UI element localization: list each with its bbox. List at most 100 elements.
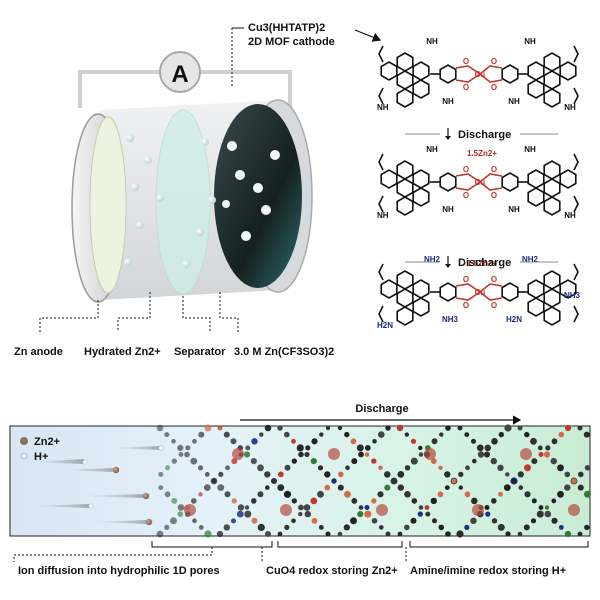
lattice-atom [557,464,564,472]
lattice-atom [505,472,510,477]
copper-atom: Cu [475,288,486,297]
discharge-step-1: Discharge [405,128,558,141]
lattice-atom [536,510,544,518]
lattice-atom [311,517,318,524]
battery-cell: A [14,22,382,358]
catechol-left [439,64,457,84]
lattice-atom [472,458,477,464]
copper-atom: Cu [475,178,486,187]
lattice-atom [584,524,590,531]
ring-left-4 [412,297,430,317]
lattice-atom [404,465,411,471]
copper-atom: Cu [475,70,486,79]
lattice-atom [264,424,272,432]
cu-node [472,504,484,516]
discharge-label-1: Discharge [458,129,511,141]
cu-node [568,504,580,516]
amine-group: NH2 [522,255,539,264]
lattice-atom [397,531,403,537]
ring-left-1 [412,61,430,81]
lattice-atom [523,524,530,531]
lattice-atom [291,458,297,464]
lattice-atom [251,517,258,524]
lattice-atom [558,431,565,438]
lattice-atom [490,457,497,465]
ring-left-3 [380,279,398,299]
lattice-atom [558,525,564,530]
lattice-atom [324,471,331,478]
lattice-atom [325,425,331,431]
caption-brackets [13,541,589,562]
lattice-atom [438,465,443,470]
lattice-atom [371,458,377,464]
lattice-atom [445,425,451,431]
lattice-atom [223,524,230,531]
lattice-atom [471,497,478,505]
ring-right-0 [543,270,561,290]
lattice-atom [577,484,584,491]
imine-group: NH [564,103,576,112]
lattice-atom [177,504,185,511]
lattice-atom [364,505,370,510]
lattice-atom [491,498,497,504]
lattice-atom [418,505,424,510]
imine-group: NH [508,205,520,214]
discharge-label-2: Discharge [458,257,511,269]
lattice-atom [390,477,398,485]
oxygen-atom: O [491,57,497,66]
lattice-atom [244,505,250,510]
lattice-atom [578,471,584,478]
cu-node [280,504,292,516]
lattice-atom [418,452,424,457]
lattice-atom [250,458,257,465]
ring-left-5 [396,306,414,326]
catechol-right [501,172,519,192]
mof-cathode-disc [214,99,313,293]
lattice-atom [410,517,417,524]
lattice-atom [371,498,377,504]
zn-anode-label: Zn anode [14,346,63,358]
lattice-atom [191,498,197,504]
lattice-atom [331,478,337,484]
lattice-atom [425,511,431,517]
lattice-atom [417,511,423,517]
lattice-atom [471,438,476,444]
pore-panel [9,425,591,537]
lattice-atom [371,518,378,524]
lattice-atom [518,485,524,490]
lattice-atom [464,491,471,498]
ring-right-3 [559,61,577,81]
lattice-atom [204,424,212,432]
lattice-atom [577,425,583,431]
lattice-atom [324,484,331,491]
lattice-atom [236,510,244,518]
lattice-atom [259,432,264,437]
lattice-atom [524,491,531,498]
lattice-atom [171,497,178,504]
catechol-right [501,282,519,302]
lattice-atom [296,444,304,452]
lattice-atom [257,491,264,498]
ring-left-0 [396,52,414,72]
oxygen-atom: O [463,83,469,92]
lattice-atom [350,438,357,445]
oxygen-atom: O [491,301,497,310]
lattice-atom [545,445,551,451]
lattice-atom [192,518,197,524]
zn-uptake-label: 1.5Zn2+ [467,149,497,158]
cu-node [328,448,340,460]
lattice-atom [192,438,197,444]
lattice-atom [337,484,344,491]
lattice-atom [298,511,303,517]
lattice-atom [317,465,324,471]
lattice-atom [251,498,257,504]
imine-group: NH [524,37,536,46]
lattice-atom [204,530,212,538]
lattice-atom [470,517,477,524]
lattice-atom [584,465,591,471]
lattice-atom [404,491,411,498]
cu-node [184,504,196,516]
lattice-atom [571,478,577,484]
lattice-atom [430,458,437,464]
